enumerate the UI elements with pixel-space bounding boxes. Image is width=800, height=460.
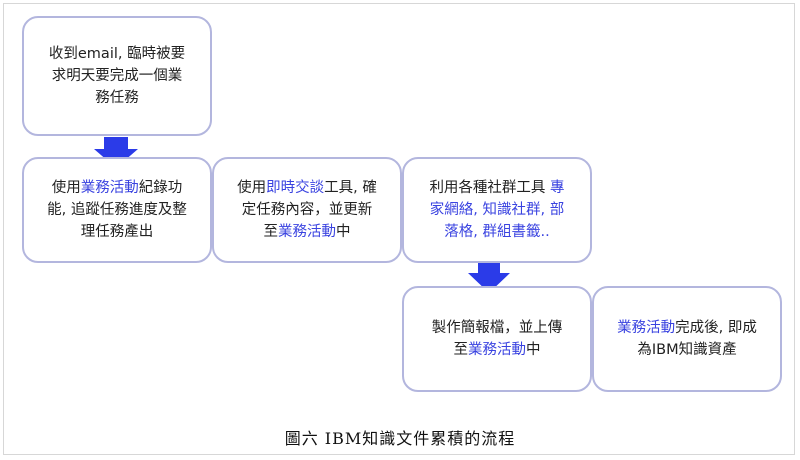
step-text-line: 至業務活動中 [237, 221, 377, 243]
step-text-line: 務任務 [95, 90, 139, 106]
step-text-line: 使用即時交談工具, 確 [237, 177, 377, 199]
highlight-text: 業務活動 [278, 224, 336, 240]
arrow-down-icon [468, 262, 510, 293]
step-text-line: 收到email, 臨時被要 [48, 46, 186, 62]
step-text-line: 求明天要完成一個業 [51, 68, 183, 84]
step-text-line: 家網絡, 知識社群, 部 [429, 202, 565, 218]
step-knowledge-asset: 業務活動完成後, 即成 為IBM知識資產 [592, 286, 782, 392]
step-text-line: 利用各種社群工具 專 [429, 177, 564, 199]
text: 紀錄功 [138, 180, 183, 196]
highlight-text: 業務活動 [468, 342, 526, 358]
text: 完成後, 即成 [675, 320, 757, 336]
step-text-line: 落格, 群組書籤.. [444, 224, 550, 240]
text: 工具, 確 [324, 180, 377, 196]
step-text-line: 能, 追蹤任務進度及整 [47, 202, 187, 218]
step-confirm-content: 使用即時交談工具, 確 定任務內容，並更新 至業務活動中 [212, 157, 402, 263]
text: 使用 [237, 180, 267, 196]
text: 至 [453, 342, 469, 358]
step-text-line: 理任務產出 [80, 224, 154, 240]
step-text-line: 為IBM知識資產 [637, 342, 737, 358]
arrow-down-icon [94, 137, 138, 168]
text: 中 [526, 342, 541, 358]
step-text-line: 使用業務活動紀錄功 [47, 177, 187, 199]
step-receive-task: 收到email, 臨時被要 求明天要完成一個業 務任務 [22, 16, 212, 136]
step-text-line: 製作簡報檔，並上傳 [431, 320, 563, 336]
text: 中 [336, 224, 351, 240]
step-upload-slides: 製作簡報檔，並上傳 至業務活動中 [402, 286, 592, 392]
step-record-activity: 使用業務活動紀錄功 能, 追蹤任務進度及整 理任務產出 [22, 157, 212, 263]
step-text-line: 定任務內容，並更新 [241, 202, 373, 218]
text: 至 [263, 224, 279, 240]
text: 利用各種社群工具 [429, 180, 551, 196]
figure-caption: 圖六 IBM知識文件累積的流程 [284, 429, 516, 448]
highlight-text: 業務活動 [80, 180, 139, 196]
highlight-text: 業務活動 [617, 320, 676, 336]
step-social-tools: 利用各種社群工具 專 家網絡, 知識社群, 部 落格, 群組書籤.. [402, 157, 592, 263]
text: 使用 [51, 180, 81, 196]
highlight-text: 即時交談 [266, 180, 325, 196]
highlight-text: 專 [550, 180, 565, 196]
diagram-frame [3, 3, 795, 455]
step-text-line: 至業務活動中 [432, 339, 563, 361]
step-text-line: 業務活動完成後, 即成 [617, 317, 757, 339]
